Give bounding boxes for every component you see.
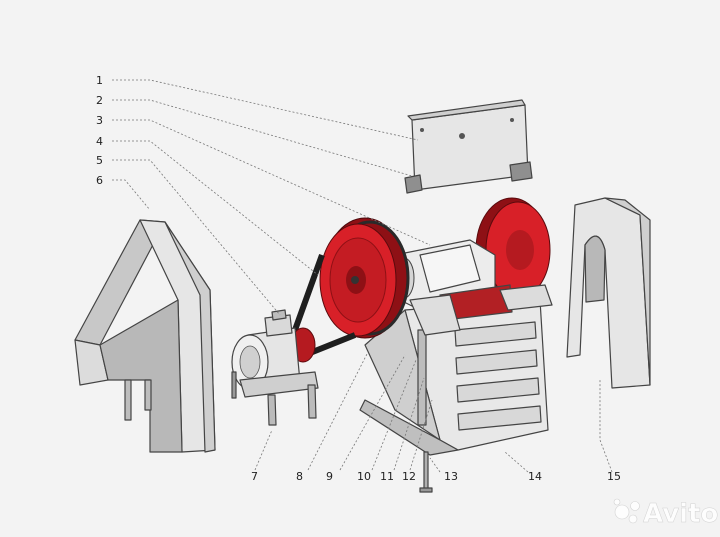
callout-14: 14 [528,470,542,483]
avito-logo-icon [613,498,640,524]
callout-3: 3 [96,114,103,127]
callout-13: 13 [444,470,458,483]
motor-base [231,371,319,426]
eccentric-shaft-housing [393,239,553,336]
adjusting-rod [419,451,433,493]
left-belt-guard [74,219,216,453]
callout-5: 5 [96,154,103,167]
watermark-text: Avito [643,499,718,529]
callout-labels: 1 2 3 4 5 6 7 8 9 10 11 12 13 14 15 [96,74,621,483]
callout-11: 11 [380,470,394,483]
electric-motor [231,309,301,390]
callout-4: 4 [96,135,103,148]
watermark: Avito [613,498,719,529]
callout-8: 8 [296,470,303,483]
frame-ribs [454,321,542,431]
callout-2: 2 [96,94,103,107]
callout-9: 9 [326,470,333,483]
right-belt-guard [566,197,651,389]
left-flywheel [319,217,410,339]
top-bracket [404,99,533,194]
callout-10: 10 [357,470,371,483]
callout-7: 7 [251,470,258,483]
crusher-frame [359,299,549,456]
leader-lines [112,79,613,473]
callout-6: 6 [96,174,103,187]
callout-1: 1 [96,74,103,87]
callout-15: 15 [607,470,621,483]
callout-12: 12 [402,470,416,483]
